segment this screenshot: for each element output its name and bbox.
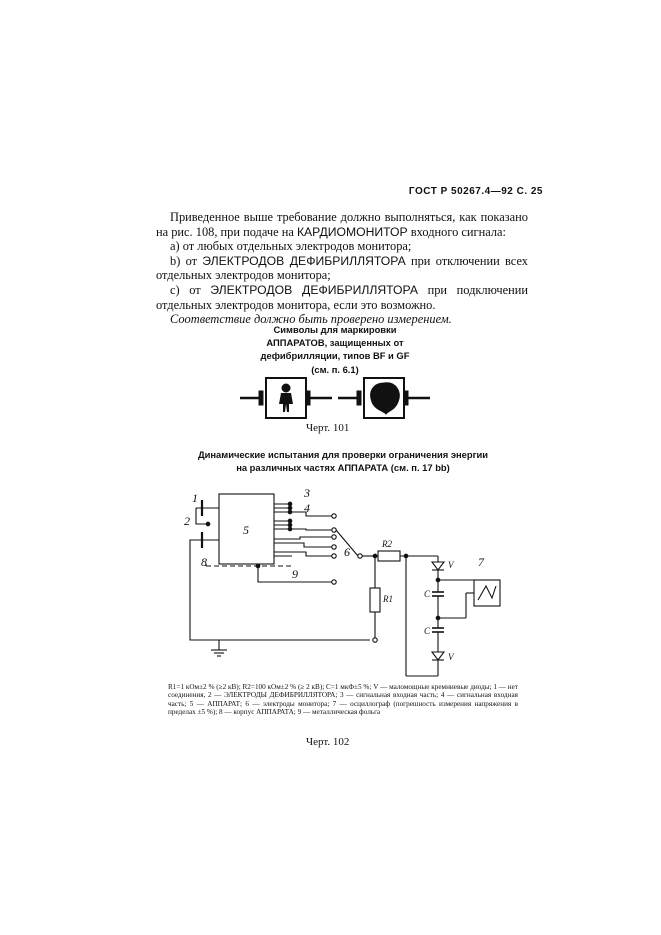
intro-end: входного сигнала:	[410, 224, 506, 239]
label-3: 3	[303, 486, 310, 500]
label-6: 6	[344, 545, 350, 559]
item-b-start: b) от	[170, 253, 198, 268]
label-v-lower: V	[448, 652, 455, 662]
body-text: Приведенное выше требование должно выпол…	[156, 210, 528, 327]
figure2-caption: Черт. 102	[306, 736, 350, 748]
figure2-title-line2: на различных частях АППАРАТА (см. п. 17 …	[236, 462, 450, 474]
label-9: 9	[292, 567, 298, 581]
figure1-title: Символы для маркировки АППАРАТОВ, защище…	[190, 323, 480, 376]
item-c: с) от ЭЛЕКТРОДОВ ДЕФИБРИЛЛЯТОРА при подк…	[156, 283, 528, 312]
figure2-legend: R1=1 кОм±2 % (≥2 кВ); R2=100 кОм±2 % (≥ …	[168, 683, 518, 717]
item-a: а) от любых отдельных электродов монитор…	[170, 239, 412, 254]
label-1: 1	[192, 491, 198, 505]
figure1-caption: Черт. 101	[306, 422, 350, 434]
label-v-upper: V	[448, 560, 455, 570]
figure2-title: Динамические испытания для проверки огра…	[150, 448, 536, 474]
intro-term: КАРДИОМОНИТОР	[296, 224, 408, 239]
figure1-title-line3: дефибрилляции, типов BF и GF	[260, 350, 410, 362]
figure1-title-line2: АППАРАТОВ, защищенных от	[266, 337, 404, 349]
label-c-upper: C	[424, 589, 431, 599]
page-header: ГОСТ Р 50267.4—92 С. 25	[408, 186, 543, 197]
compliance-note: Соответствие должно быть проверено измер…	[170, 312, 452, 327]
item-c-end: при подключении отдельных электродов мон…	[156, 282, 528, 312]
label-8: 8	[201, 555, 207, 569]
defib-bf-symbol-icon	[240, 377, 332, 419]
label-7: 7	[478, 555, 485, 569]
label-4: 4	[304, 501, 310, 515]
item-c-start: с) от	[170, 282, 201, 297]
label-c-lower: C	[424, 626, 431, 636]
figure2-title-line1: Динамические испытания для проверки огра…	[197, 449, 489, 460]
item-c-term: ЭЛЕКТРОДОВ ДЕФИБРИЛЛЯТОРА	[210, 282, 418, 297]
figure1-title-line4: (см. п. 6.1)	[311, 363, 359, 375]
paragraph-intro: Приведенное выше требование должно выпол…	[156, 210, 528, 239]
label-r2: R2	[381, 539, 392, 549]
defib-gf-symbol-icon	[338, 377, 430, 419]
item-b-end: при отключении всех отдельных электродов…	[156, 253, 528, 283]
test-circuit-diagram	[189, 493, 501, 677]
intro-text: Приведенное выше требование должно выпол…	[156, 210, 528, 239]
label-r1: R1	[382, 594, 393, 604]
oscilloscope-box	[473, 579, 501, 607]
label-2: 2	[184, 514, 190, 528]
item-b-term: ЭЛЕКТРОДОВ ДЕФИБРИЛЛЯТОРА	[202, 253, 406, 268]
label-5: 5	[243, 523, 249, 537]
figure1-title-line1: Символы для маркировки	[273, 324, 397, 335]
item-b: b) от ЭЛЕКТРОДОВ ДЕФИБРИЛЛЯТОРА при откл…	[156, 254, 528, 283]
